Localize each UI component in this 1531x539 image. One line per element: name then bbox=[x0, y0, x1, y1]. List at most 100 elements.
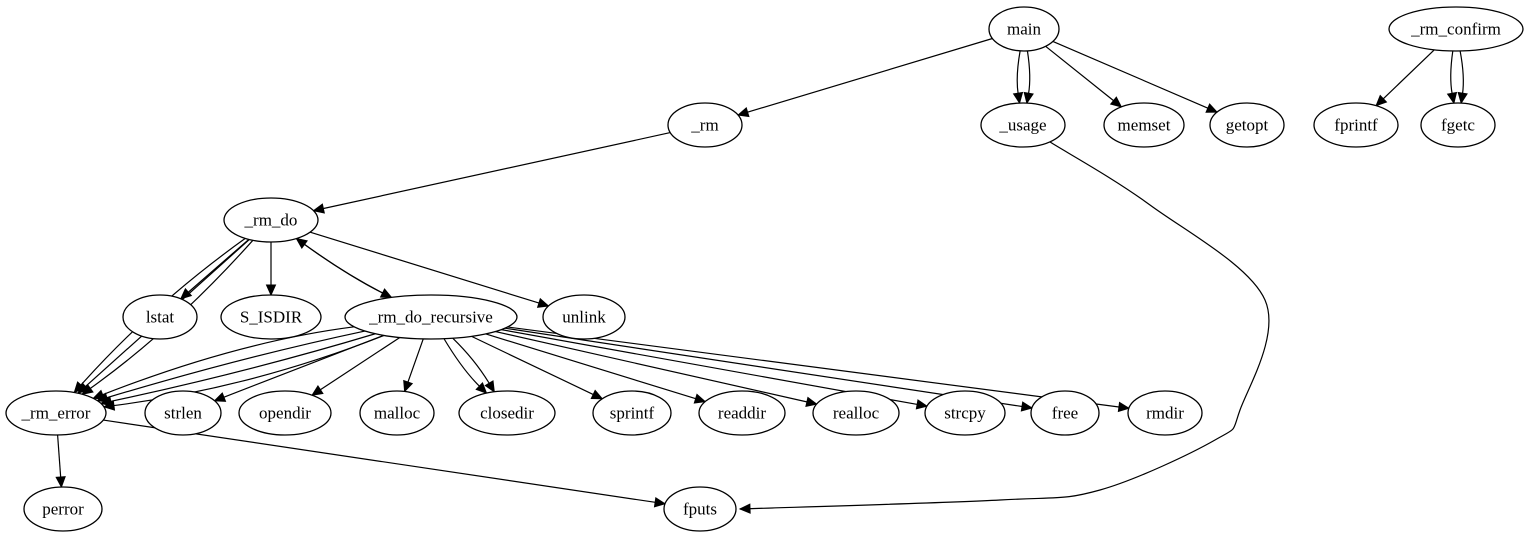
arrowhead-icon bbox=[1109, 96, 1123, 108]
node-ellipse bbox=[1030, 390, 1100, 436]
edge-rm_do_recursive-to-rm_error bbox=[99, 333, 376, 407]
node-ellipse bbox=[223, 197, 319, 243]
node-strlen: strlen bbox=[144, 390, 222, 436]
edge-line bbox=[222, 334, 384, 399]
node-fgetc: fgetc bbox=[1420, 102, 1496, 148]
edge-rm_confirm-to-fprintf bbox=[1375, 49, 1435, 107]
node-ellipse bbox=[1209, 102, 1285, 148]
node-rm: _rm bbox=[667, 102, 743, 148]
node-unlink: unlink bbox=[542, 294, 626, 340]
node-label: closedir bbox=[480, 404, 534, 423]
node-ellipse bbox=[663, 486, 737, 532]
node-realloc: realloc bbox=[812, 390, 900, 436]
edge-line bbox=[495, 330, 809, 403]
arrowhead-icon bbox=[475, 382, 488, 394]
node-label: _rm bbox=[690, 116, 718, 135]
node-label: rmdir bbox=[1146, 404, 1184, 423]
arrowhead-icon bbox=[1012, 91, 1024, 105]
arrowhead-icon bbox=[311, 385, 324, 396]
node-label: fputs bbox=[683, 500, 717, 519]
node-label: _rm_do bbox=[244, 211, 298, 230]
arrowhead-icon bbox=[693, 393, 707, 404]
arrowhead-icon bbox=[1457, 91, 1468, 105]
node-ellipse bbox=[1103, 102, 1185, 148]
arrowhead-icon bbox=[265, 284, 277, 297]
edge-rm_do_recursive-to-malloc bbox=[403, 338, 424, 393]
edge-rm_do_recursive-to-strlen bbox=[213, 334, 384, 402]
edge-rm_do_recursive-to-readdir bbox=[485, 333, 707, 404]
arrowhead-icon bbox=[295, 237, 308, 249]
arrowhead-icon bbox=[653, 497, 667, 508]
node-opendir: opendir bbox=[238, 390, 332, 436]
node-ellipse bbox=[144, 390, 222, 436]
node-readdir: readdir bbox=[698, 390, 786, 436]
edge-line bbox=[303, 243, 392, 298]
edge-line bbox=[443, 338, 481, 388]
node-getopt: getopt bbox=[1209, 102, 1285, 148]
edge-line bbox=[109, 333, 376, 403]
node-label: S_ISDIR bbox=[240, 308, 303, 327]
edge-rm_do_recursive-to-rm_error bbox=[102, 334, 385, 411]
node-memset: memset bbox=[1103, 102, 1185, 148]
edge-line bbox=[471, 335, 595, 396]
edge-line bbox=[322, 132, 671, 210]
edge-line bbox=[1382, 49, 1435, 100]
edge-line bbox=[485, 333, 697, 400]
edge-main-to-memset bbox=[1045, 45, 1123, 108]
node-label: fgetc bbox=[1441, 116, 1475, 135]
node-fprintf: fprintf bbox=[1313, 102, 1399, 148]
node-perror: perror bbox=[23, 486, 103, 532]
node-ellipse bbox=[980, 102, 1066, 148]
edge-line bbox=[746, 37, 993, 114]
edge-main-to-usage bbox=[1012, 50, 1024, 105]
edge-rm_do-to-S_ISDIR bbox=[265, 241, 277, 297]
node-ellipse bbox=[122, 294, 198, 340]
node-ellipse bbox=[988, 6, 1060, 52]
edge-rm_error-to-perror bbox=[55, 434, 66, 489]
edge-main-to-getopt bbox=[1052, 40, 1219, 113]
node-label: opendir bbox=[259, 404, 311, 423]
node-ellipse bbox=[23, 486, 103, 532]
node-label: lstat bbox=[146, 308, 175, 327]
edge-rm_do_recursive-to-rm_error bbox=[92, 326, 355, 400]
node-label: _rm_error bbox=[21, 404, 91, 423]
node-label: getopt bbox=[1226, 116, 1269, 135]
node-label: memset bbox=[1118, 116, 1171, 135]
node-label: strlen bbox=[164, 404, 202, 423]
edge-main-to-rm bbox=[736, 37, 993, 118]
node-usage: _usage bbox=[980, 102, 1066, 148]
node-malloc: malloc bbox=[359, 390, 435, 436]
edge-line bbox=[296, 238, 384, 294]
arrowhead-icon bbox=[736, 106, 750, 118]
node-ellipse bbox=[359, 390, 435, 436]
node-sprintf: sprintf bbox=[592, 390, 672, 436]
edge-line bbox=[319, 337, 401, 391]
node-fputs: fputs bbox=[663, 486, 737, 532]
edge-line bbox=[112, 334, 385, 407]
edge-line bbox=[1045, 45, 1115, 102]
edge-rm_confirm-to-fgetc bbox=[1457, 50, 1468, 105]
node-rm-do: _rm_do bbox=[223, 197, 319, 243]
node-ellipse bbox=[592, 390, 672, 436]
node-label: perror bbox=[42, 500, 84, 519]
arrowhead-icon bbox=[484, 380, 495, 393]
node-ellipse bbox=[812, 390, 900, 436]
node-label: free bbox=[1052, 404, 1078, 423]
node-label: _rm_do_recursive bbox=[368, 308, 493, 327]
node-label: unlink bbox=[562, 308, 606, 327]
node-label: strcpy bbox=[944, 404, 986, 423]
node-closedir: closedir bbox=[458, 390, 556, 436]
node-label: fprintf bbox=[1334, 116, 1378, 135]
arrowhead-icon bbox=[536, 297, 550, 308]
edge-line bbox=[101, 326, 355, 396]
arrowhead-icon bbox=[1023, 91, 1034, 105]
node-ellipse bbox=[344, 294, 518, 340]
arrowhead-icon bbox=[1205, 103, 1219, 113]
node-rm-confirm: _rm_confirm bbox=[1388, 6, 1524, 52]
edge-rm_do-to-rm_do_recursive bbox=[296, 238, 393, 298]
edge-line bbox=[1450, 50, 1454, 95]
node-ellipse bbox=[238, 390, 332, 436]
edge-rm_do_recursive-to-closedir bbox=[452, 337, 495, 393]
